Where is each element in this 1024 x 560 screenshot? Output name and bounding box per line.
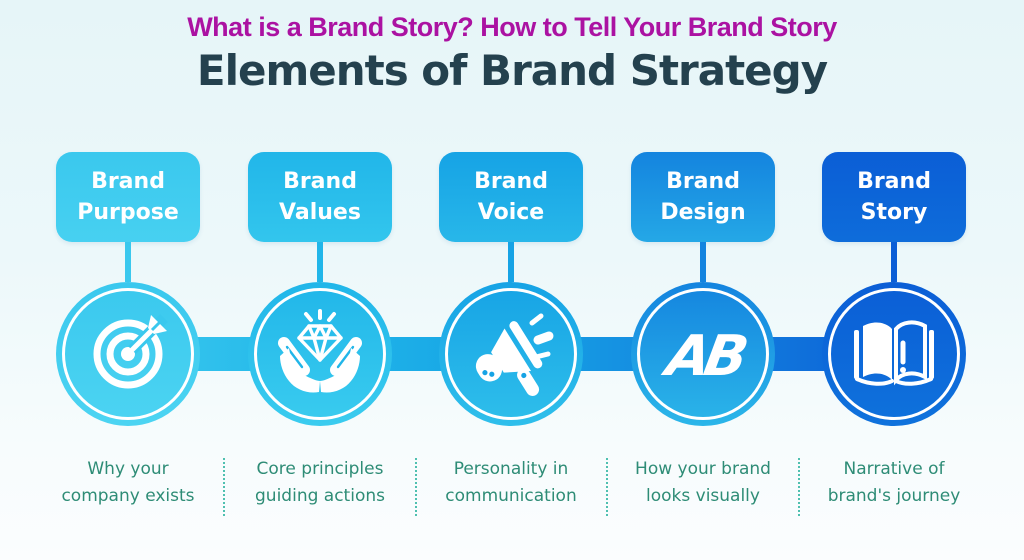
description-divider [223,458,225,516]
label-brand-story: Brand Story [822,152,966,242]
label-line: Brand [91,169,165,194]
description-line: Narrative of [843,459,945,479]
description-brand-voice: Personality in communication [415,456,607,510]
label-brand-values: Brand Values [248,152,392,242]
label-brand-purpose: Brand Purpose [56,152,200,242]
description-line: Why your [87,459,169,479]
connector-stem [891,242,897,282]
page-title: Elements of Brand Strategy [196,46,828,95]
description-line: Core principles [256,459,384,479]
element-brand-values: Brand Values [224,152,416,426]
hands-diamond-icon [278,309,362,393]
description-divider [415,458,417,516]
element-brand-design: Brand Design AB [607,152,799,426]
label-brand-design: Brand Design [631,152,775,242]
description-line: looks visually [646,486,760,506]
description-divider [798,458,800,516]
megaphone-icon [475,313,554,396]
ab-monogram-icon: AB [658,324,749,389]
label-line: Brand [666,169,740,194]
label-line: Brand [857,169,931,194]
brand-values-circle [248,282,392,426]
label-line: Purpose [77,200,179,225]
label-line: Voice [477,200,545,225]
description-brand-design: How your brand looks visually [607,456,799,510]
connector-stem [700,242,706,282]
left-hand [278,337,320,393]
description-brand-values: Core principles guiding actions [224,456,416,510]
target-dart-icon [93,314,168,389]
brand-design-circle: AB [631,282,775,426]
description-line: communication [445,486,577,506]
label-line: Values [279,200,361,225]
monogram-text: AB [658,324,749,389]
description-line: How your brand [635,459,771,479]
description-brand-story: Narrative of brand's journey [798,456,990,510]
description-line: brand's journey [827,486,961,506]
description-line: Personality in [453,459,569,479]
description-line: company exists [61,486,195,506]
brand-voice-circle [439,282,583,426]
brand-purpose-circle [56,282,200,426]
description-divider [606,458,608,516]
label-line: Brand [474,169,548,194]
brand-story-circle [822,282,966,426]
element-brand-purpose: Brand Purpose [32,152,224,426]
label-brand-voice: Brand Voice [439,152,583,242]
label-line: Story [860,200,928,225]
headline: What is a Brand Story? How to Tell Your … [187,12,837,42]
label-line: Design [660,200,746,225]
right-hand [320,337,362,393]
connector-stem [508,242,514,282]
open-book-icon [854,320,934,386]
element-brand-voice: Brand Voice [415,152,607,426]
description-brand-purpose: Why your company exists [32,456,224,510]
connector-stem [317,242,323,282]
connector-stem [125,242,131,282]
description-line: guiding actions [255,486,385,506]
label-line: Brand [283,169,357,194]
element-brand-story: Brand Story [798,152,990,426]
